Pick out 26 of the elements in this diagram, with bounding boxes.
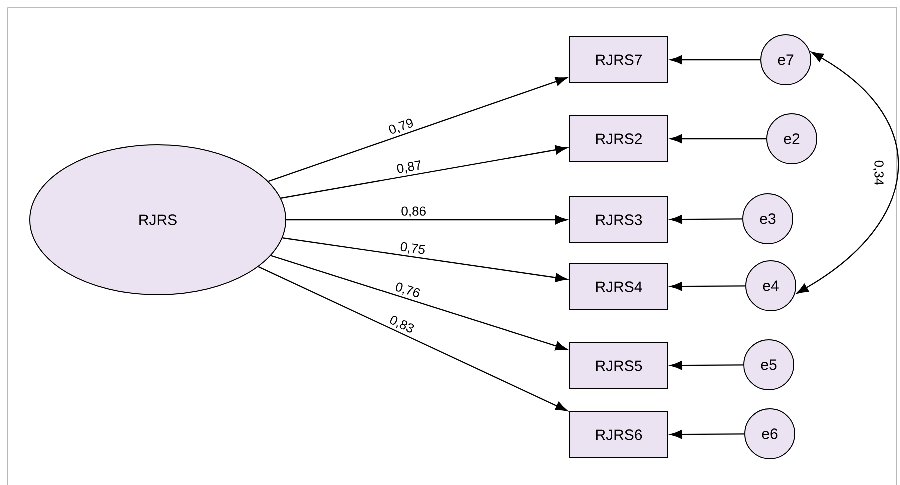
arrow — [281, 145, 568, 199]
observed-box: RJRS4 — [570, 264, 668, 310]
arrow — [286, 215, 568, 225]
edge-label: 0,83 — [390, 316, 414, 333]
curved-arrow — [796, 52, 899, 294]
edge-label: 0,87 — [397, 160, 421, 174]
arrow — [258, 266, 568, 412]
edge-label: 0,76 — [396, 282, 420, 298]
observed-box: RJRS5 — [570, 342, 668, 390]
arrow — [270, 255, 568, 351]
arrow — [268, 77, 568, 182]
edge-label: 0,34 — [873, 160, 884, 186]
arrow — [670, 215, 743, 224]
arrow — [670, 430, 745, 440]
observed-box: RJRS6 — [570, 412, 668, 458]
observed-box: RJRS7 — [570, 36, 668, 84]
arrow — [670, 55, 760, 65]
arrow — [670, 282, 746, 292]
observed-box: RJRS2 — [570, 116, 668, 162]
edge-label: 0,86 — [402, 206, 426, 218]
arrow — [282, 238, 568, 282]
edge-label: 0,79 — [389, 118, 413, 134]
edge-label: 0,75 — [400, 242, 426, 254]
observed-box: RJRS3 — [570, 196, 668, 244]
arrow — [670, 134, 766, 144]
arrow — [670, 361, 744, 370]
